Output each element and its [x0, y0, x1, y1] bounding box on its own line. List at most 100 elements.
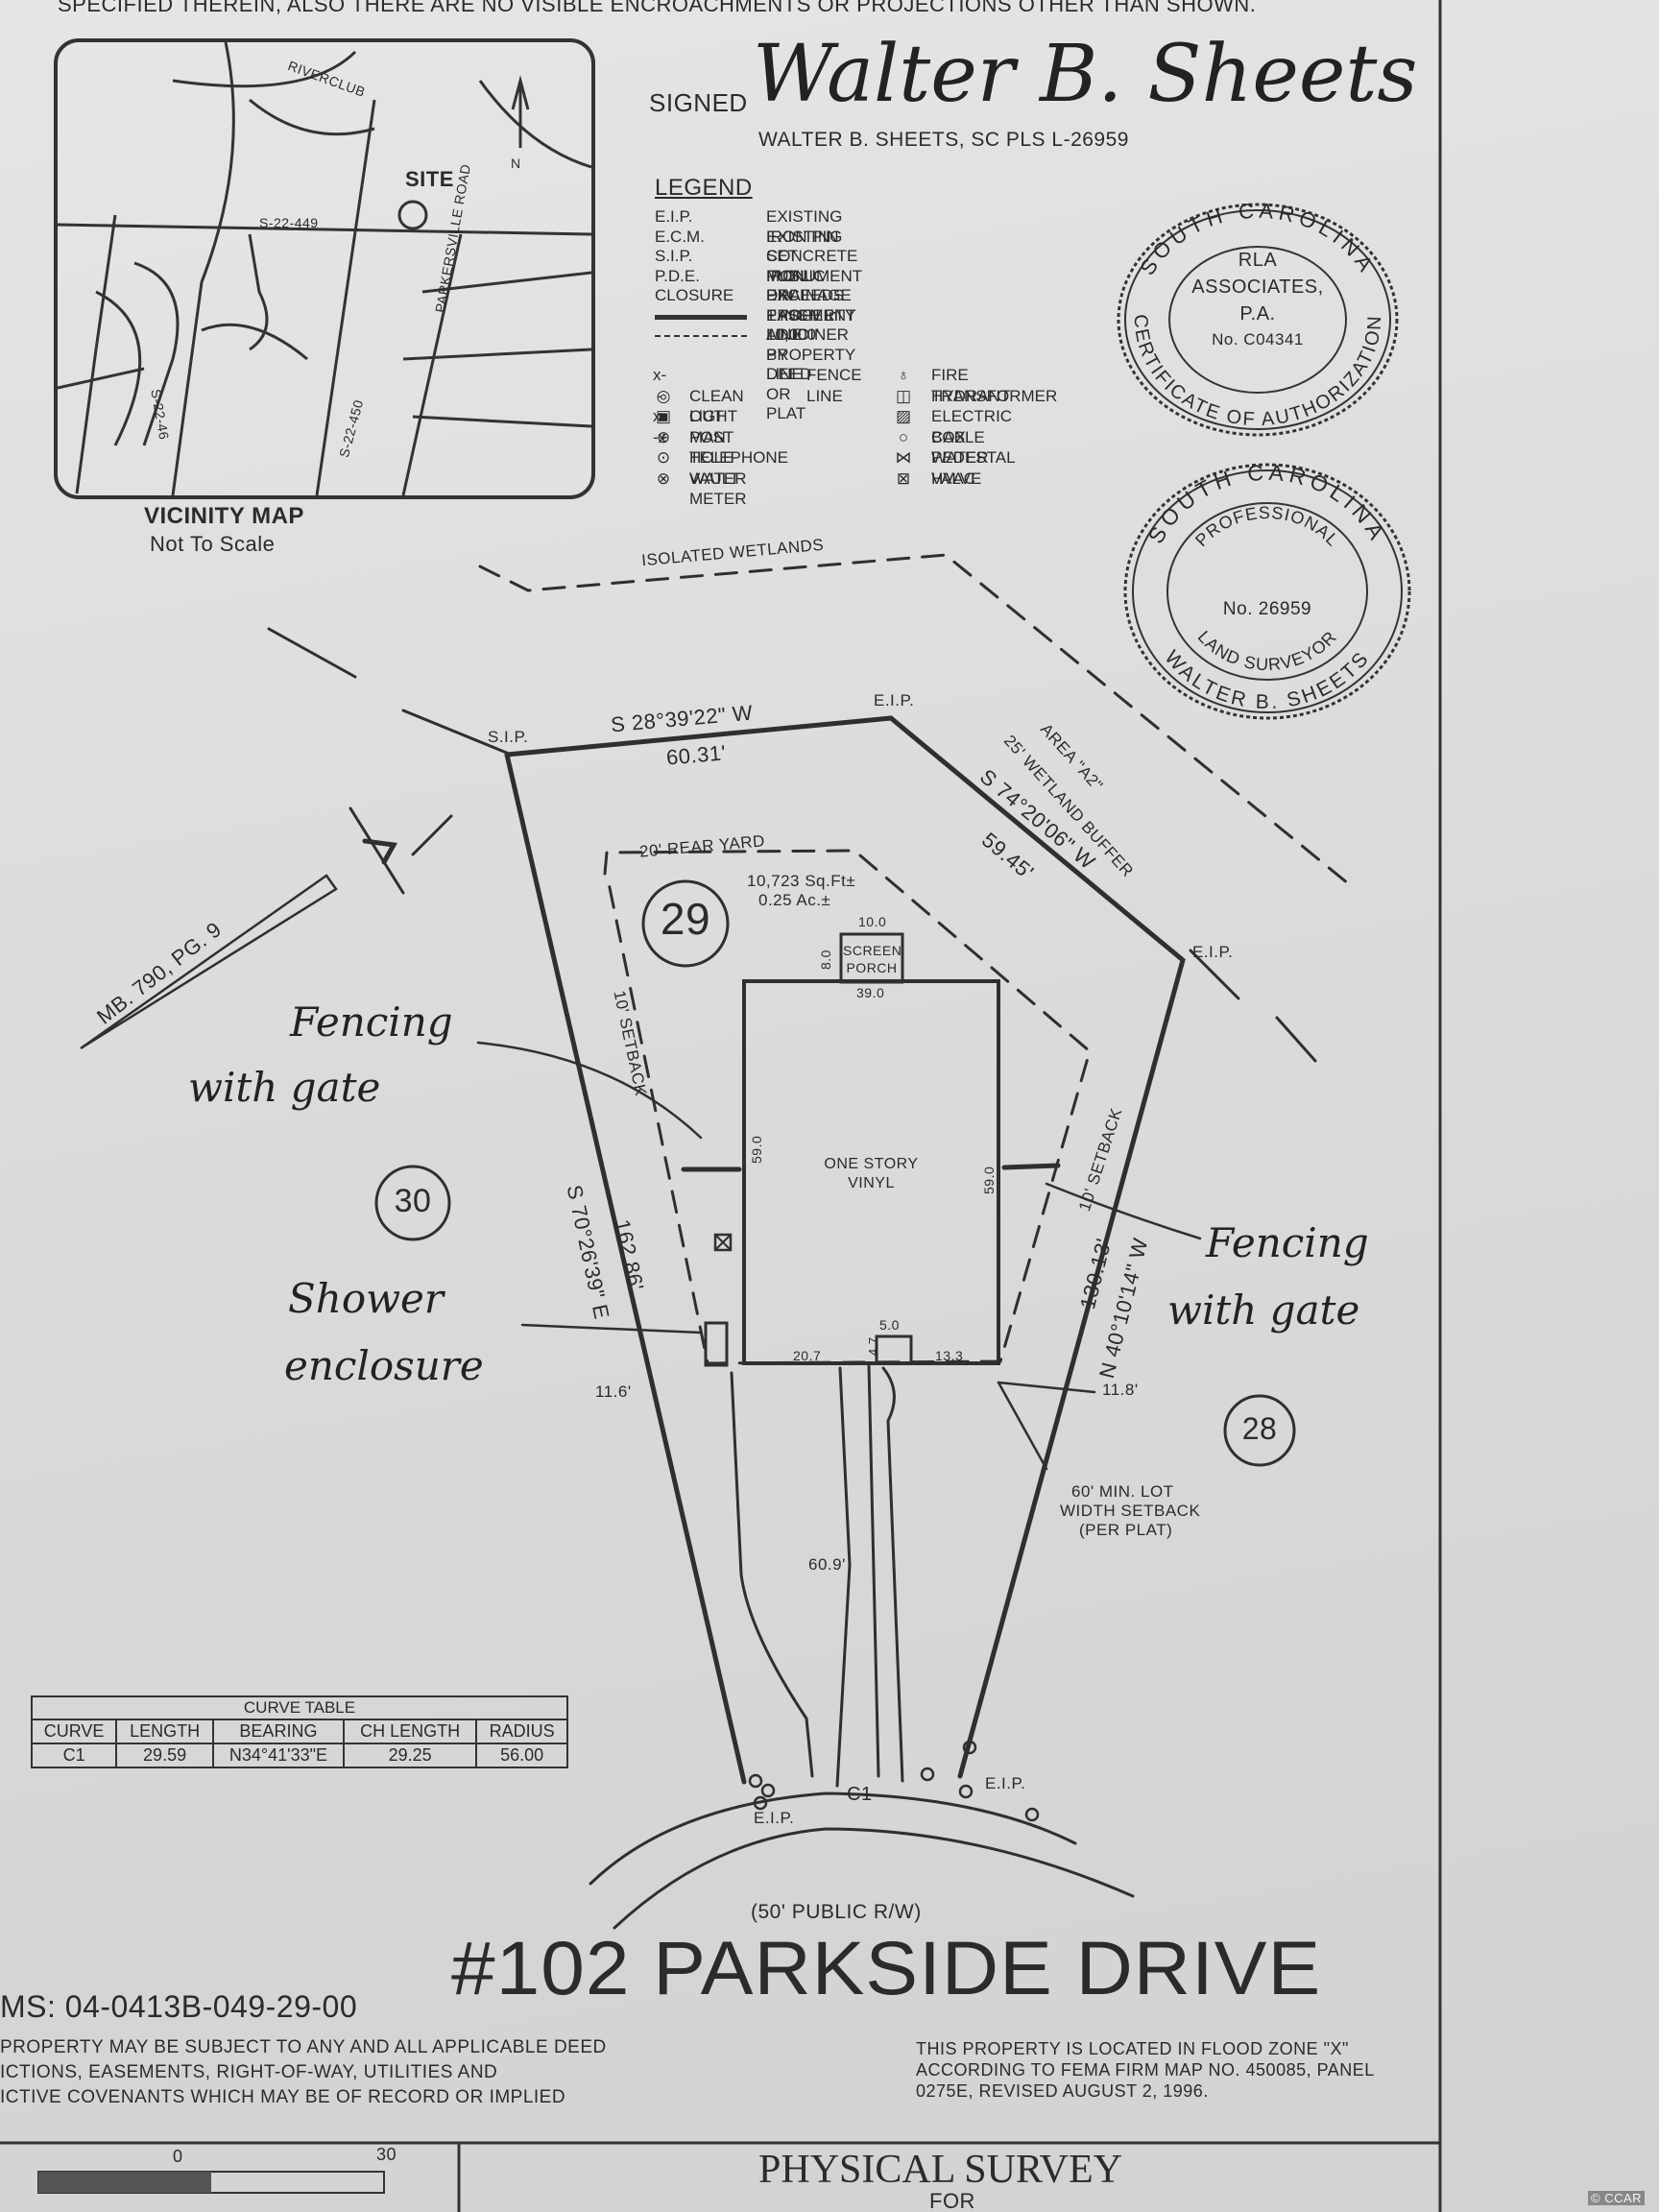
authorization-seal: SOUTH CAROLINA CERTIFICATE OF AUTHORIZAT…	[1114, 200, 1402, 440]
tms-number: MS: 04-0413B-049-29-00	[0, 1989, 358, 2024]
curve-table-header: LENGTH	[115, 1719, 214, 1744]
legend-title: LEGEND	[655, 175, 753, 201]
surveyor-seal-number: No. 26959	[1222, 599, 1312, 619]
fencing-left-note-2: with gate	[188, 1064, 381, 1111]
authorization-seal-ring: SOUTH CAROLINA CERTIFICATE OF AUTHORIZAT…	[1117, 200, 1399, 437]
seal-rla: RLA	[1238, 250, 1278, 271]
porch-label-2: PORCH	[846, 960, 898, 975]
public-right-of-way: (50' PUBLIC R/W)	[751, 1901, 922, 1923]
curve-table-header: RADIUS	[475, 1719, 568, 1744]
distance-north: 60.31'	[664, 740, 728, 770]
electric-box-icon: ▨	[895, 407, 912, 425]
table-cell: 29.25	[342, 1743, 478, 1768]
porch-depth: 8.0	[818, 950, 833, 970]
seal-pa: P.A.	[1239, 303, 1276, 325]
curve-table-title: CURVE TABLE	[31, 1695, 568, 1720]
lot-30-number: 30	[394, 1183, 432, 1219]
shower-note-2: enclosure	[284, 1342, 484, 1389]
surveyor-line: WALTER B. SHEETS, SC PLS L-26959	[758, 129, 1129, 151]
dim-20-7: 20.7	[793, 1348, 822, 1363]
sip-label: S.I.P.	[488, 728, 529, 746]
porch-width: 10.0	[858, 914, 887, 929]
table-cell: C1	[30, 1743, 118, 1768]
lot-29-number: 29	[660, 894, 711, 944]
shower-note-1: Shower	[288, 1275, 444, 1322]
table-cell: 56.00	[475, 1743, 568, 1768]
flood-note-3: 0275E, REVISED AUGUST 2, 1996.	[916, 2081, 1209, 2101]
min-lot-width-1: 60' MIN. LOT	[1071, 1482, 1174, 1501]
light-post-icon: ▣	[655, 407, 672, 425]
deed-note-1: PROPERTY MAY BE SUBJECT TO ANY AND ALL A…	[0, 2037, 607, 2057]
curve-table: CURVE TABLE CURVE LENGTH BEARING CH LENG…	[30, 1695, 568, 1768]
lot-28-number: 28	[1241, 1411, 1278, 1446]
curve-table-header: CH LENGTH	[342, 1719, 478, 1744]
table-cell: 29.59	[115, 1743, 214, 1768]
ccar-watermark: © CCAR	[1588, 2191, 1646, 2205]
scale-zero: 0	[173, 2147, 183, 2166]
top-note: SPECIFIED THEREIN, ALSO THERE ARE NO VIS…	[58, 0, 1257, 16]
curve-c1-label: C1	[847, 1784, 873, 1805]
flood-note-1: THIS PROPERTY IS LOCATED IN FLOOD ZONE "…	[916, 2039, 1349, 2058]
fencing-right-note-1: Fencing	[1206, 1219, 1369, 1266]
signed-label: SIGNED	[649, 88, 748, 117]
surveyor-seal-ring: SOUTH CAROLINA WALTER B. SHEETS PROFESSI…	[1123, 461, 1411, 720]
flood-note-2: ACCORDING TO FEMA FIRM MAP NO. 450085, P…	[916, 2060, 1375, 2080]
porch-label-1: SCREEN	[843, 943, 902, 958]
house-label-1: ONE STORY	[824, 1156, 919, 1172]
house-label-2: VINYL	[848, 1175, 895, 1191]
curve-table-header-row: CURVE LENGTH BEARING CH LENGTH RADIUS	[30, 1719, 568, 1744]
fencing-left-note-1: Fencing	[290, 998, 453, 1046]
water-meter-icon: ⊗	[656, 469, 671, 488]
fence-line-icon: x--x--x	[653, 366, 667, 446]
cable-pedestal-icon: ○	[898, 427, 909, 446]
hvac-icon: ⊠	[896, 469, 911, 488]
fire-hydrant-icon: ♁	[897, 366, 910, 384]
man-hole-icon: ⊕	[656, 427, 671, 446]
dim-5-0: 5.0	[879, 1317, 900, 1333]
fencing-right-note-2: with gate	[1167, 1286, 1360, 1334]
table-row: C1 29.59 N34°41'33"E 29.25 56.00	[30, 1743, 568, 1768]
dim-4-7: 4.7	[866, 1336, 880, 1356]
dim-11-6: 11.6'	[595, 1382, 632, 1401]
map-north: N	[511, 156, 521, 171]
table-cell: N34°41'33"E	[211, 1743, 345, 1768]
survey-for: FOR	[929, 2189, 975, 2212]
eip-top-label: E.I.P.	[874, 691, 915, 709]
survey-title: PHYSICAL SURVEY	[758, 2148, 1122, 2192]
scale-thirty: 30	[376, 2145, 397, 2164]
lot-area-sqft: 10,723 Sq.Ft±	[747, 872, 856, 890]
transformer-icon: ◫	[895, 386, 912, 405]
vicinity-map-title: VICINITY MAP	[144, 503, 304, 529]
dim-13-3: 13.3	[935, 1348, 964, 1363]
vicinity-map-subtitle: Not To Scale	[150, 532, 276, 556]
eip-bottom-right-label: E.I.P.	[985, 1774, 1026, 1792]
eip-bottom-left-label: E.I.P.	[754, 1809, 795, 1827]
property-line-symbol	[655, 314, 747, 320]
signature: Walter B. Sheets	[753, 29, 1418, 120]
min-lot-width-3: (PER PLAT)	[1079, 1521, 1173, 1539]
lot-area-acres: 0.25 Ac.±	[758, 891, 831, 909]
seal-associates: ASSOCIATES,	[1191, 276, 1324, 298]
surveyor-seal: SOUTH CAROLINA WALTER B. SHEETS PROFESSI…	[1121, 461, 1413, 722]
vicinity-map-drawing	[58, 42, 591, 495]
map-site: SITE	[405, 167, 454, 191]
property-address: #102 PARKSIDE DRIVE	[451, 1926, 1322, 2011]
min-lot-width-2: WIDTH SETBACK	[1060, 1502, 1201, 1520]
deed-note-3: ICTIVE COVENANTS WHICH MAY BE OF RECORD …	[0, 2087, 566, 2107]
telephone-vault-icon: ⊙	[656, 448, 671, 467]
map-road-449: S-22-449	[259, 215, 319, 230]
house-width: 39.0	[856, 985, 885, 1000]
vicinity-map: RIVERCLUB SITE S-22-449 PARKERSVILLE ROA…	[54, 38, 595, 499]
dim-11-8: 11.8'	[1102, 1381, 1139, 1399]
curve-table-header: BEARING	[211, 1719, 345, 1744]
curve-table-header: CURVE	[30, 1719, 118, 1744]
driveway-dim: 60.9'	[808, 1555, 846, 1574]
adjoiner-line-symbol	[655, 335, 747, 337]
deed-note-2: ICTIONS, EASEMENTS, RIGHT-OF-WAY, UTILIT…	[0, 2062, 498, 2082]
seal-cert-number: No. C04341	[1212, 330, 1304, 349]
eip-right-label: E.I.P.	[1192, 943, 1234, 961]
clean-out-icon: ◎	[656, 386, 671, 405]
water-valve-icon: ⋈	[895, 448, 912, 467]
